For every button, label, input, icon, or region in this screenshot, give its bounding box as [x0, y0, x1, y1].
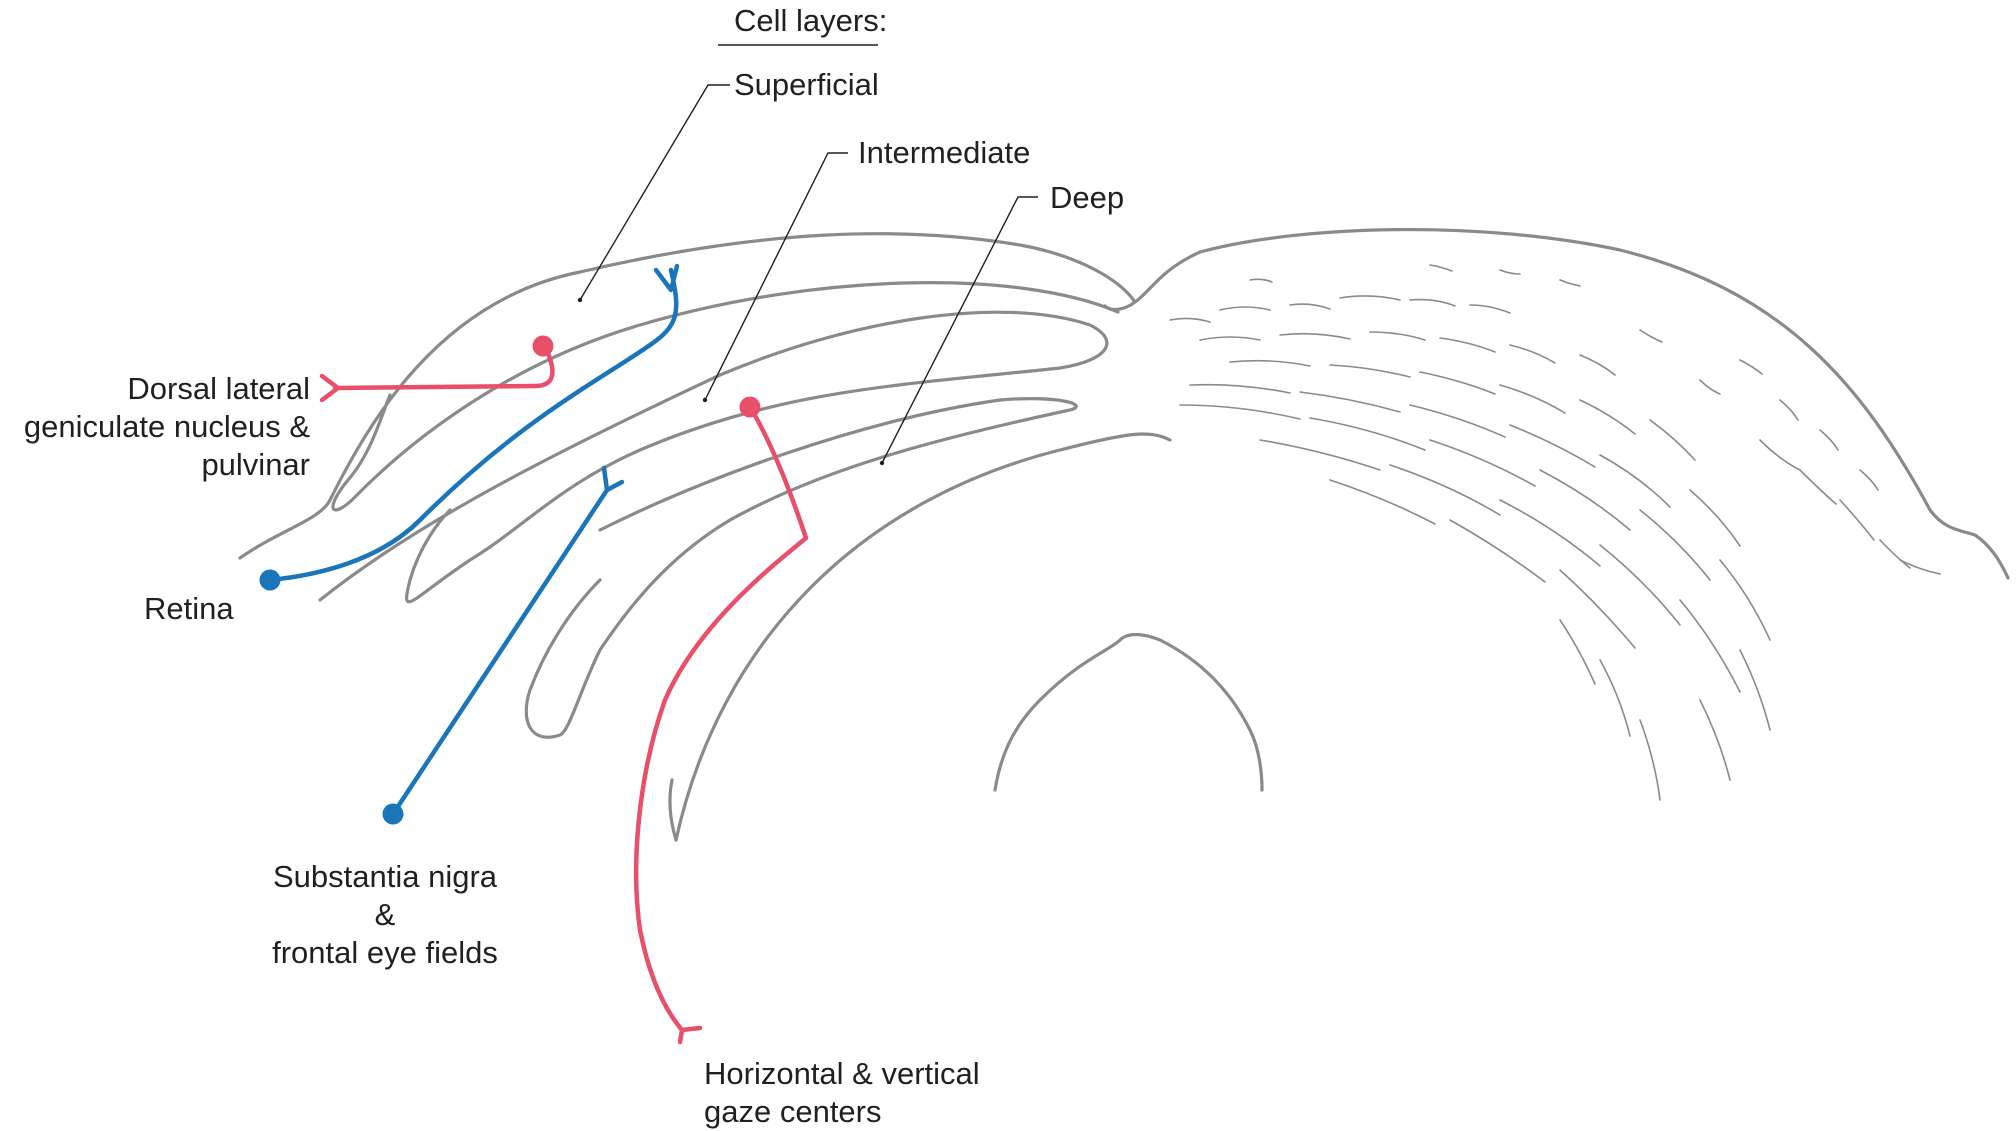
label-retina: Retina: [144, 591, 234, 626]
substantia-nigra-pathway: [382, 465, 625, 825]
leader-dot-intermediate: [702, 397, 708, 403]
cell-layers-heading: Cell layers:: [734, 3, 888, 38]
intermediate-layer-boundary: [318, 310, 1109, 604]
label-gaze-centers: Horizontal & vertical gaze centers: [704, 1055, 980, 1131]
label-substantia-line-1: Substantia nigra: [272, 859, 498, 894]
label-gaze-line-2: gaze centers: [704, 1094, 882, 1129]
colliculus-outer-outline: [238, 227, 2010, 580]
label-substantia-line-2: &: [374, 897, 396, 932]
gaze-centers-pathway: [633, 396, 809, 1045]
label-dlgn: Dorsal lateral geniculate nucleus & pulv…: [24, 370, 310, 484]
deep-layer-boundary: [524, 397, 1078, 739]
cerebral-aqueduct: [993, 632, 1264, 792]
label-dlgn-line-2: geniculate nucleus &: [23, 409, 310, 444]
inner-arc-left: [668, 778, 678, 842]
leader-intermediate: [704, 152, 848, 401]
label-intermediate: Intermediate: [858, 135, 1031, 170]
label-deep: Deep: [1050, 180, 1125, 215]
retina-pathway: [259, 263, 680, 591]
label-dlgn-line-3: pulvinar: [201, 447, 310, 482]
label-substantia-nigra: Substantia nigra & frontal eye fields: [240, 858, 530, 972]
periaqueductal-arc: [674, 432, 1172, 842]
leader-superficial: [579, 84, 730, 301]
label-gaze-line-1: Horizontal & vertical: [704, 1056, 980, 1091]
label-superficial: Superficial: [734, 67, 879, 102]
leader-deep: [881, 196, 1038, 464]
label-dlgn-line-1: Dorsal lateral: [127, 371, 310, 406]
label-substantia-line-3: frontal eye fields: [272, 935, 498, 970]
leader-dot-superficial: [577, 297, 583, 303]
superficial-layer-boundary: [331, 281, 1120, 512]
fiber-texture: [1169, 264, 1941, 801]
leader-dot-deep: [879, 460, 885, 466]
dlgn-pathway: [319, 335, 555, 403]
